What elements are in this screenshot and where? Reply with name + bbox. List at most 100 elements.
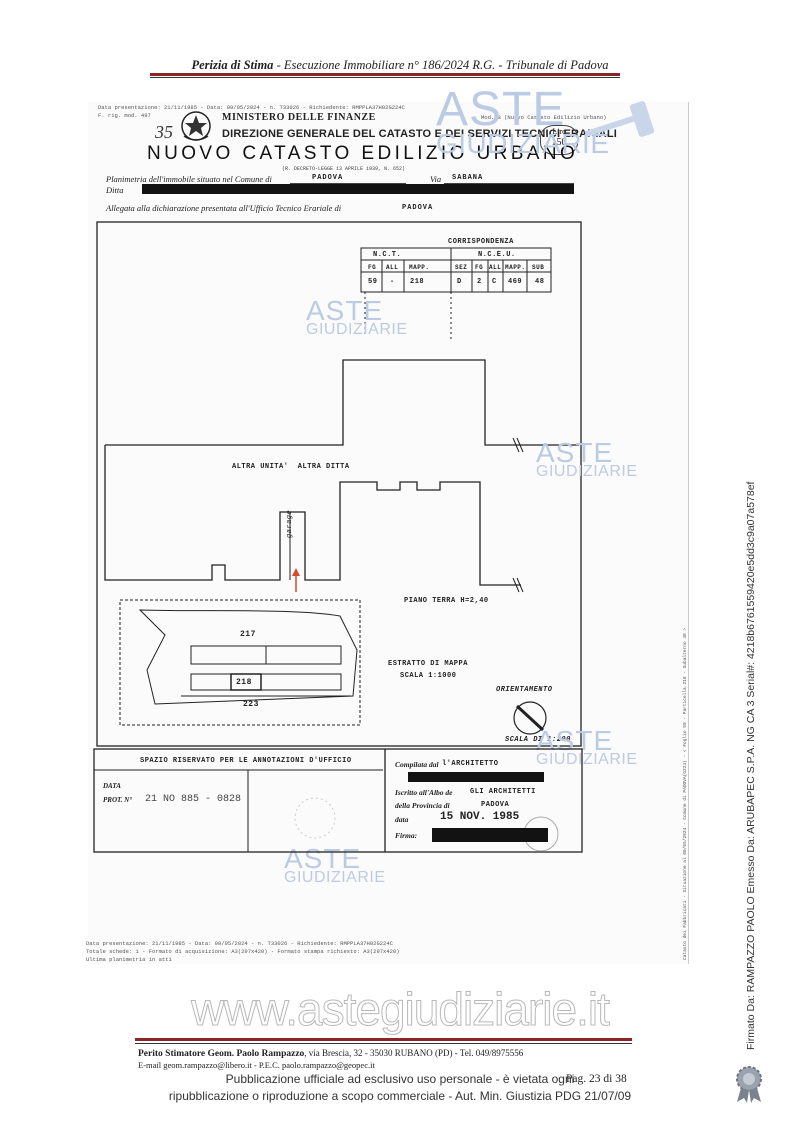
scan-meta-bottom-2: Totale schede: 1 - Formato di acquisizio… (86, 948, 400, 955)
seal-icon (736, 1066, 762, 1103)
watermark-aste-4: ASTE (284, 843, 362, 874)
url-watermark: www.astegiudiziarie.it (191, 983, 611, 1036)
watermark-logo-top: ASTE GIUDIZIARIE (436, 83, 610, 160)
corr-v-all2: C (492, 278, 497, 286)
ufficio-value: PADOVA (402, 204, 434, 212)
compilata-label: Compilata dal (395, 760, 439, 769)
publication-notice-2: ripubblicazione o riproduzione a scopo c… (168, 1089, 632, 1103)
watermark-giudiziarie-4: GIUDIZIARIE (284, 869, 386, 887)
allegata-label: Allegata alla dichiarazione presentata a… (106, 203, 342, 213)
planimetria-label: Planimetria dell'immobile situato nel Co… (106, 174, 272, 184)
footer-email: E-mail geom.rampazzo@libero.it - P.E.C. … (138, 1060, 375, 1070)
page-number: Pag. 23 di 38 (566, 1073, 627, 1085)
lire-stamp: Lire 150 (540, 125, 578, 155)
comune-underline (290, 183, 406, 184)
watermark-aste-3: ASTE (536, 725, 614, 756)
report-header: Perizia di Stima - Esecuzione Immobiliar… (0, 58, 800, 73)
iscritto-label: Iscritto all'Albo de (395, 788, 453, 797)
garage-label: garage (286, 509, 294, 538)
data-label: DATA (103, 782, 121, 790)
catasto-title: NUOVO CATASTO EDILIZIO URBANO (147, 143, 579, 164)
date-value: 15 NOV. 1985 (440, 811, 520, 823)
corr-v-mapp2: 469 (508, 278, 523, 286)
albo-value: GLI ARCHITETTI (470, 788, 536, 796)
via-value: SABANA (452, 174, 484, 182)
ministry-name: MINISTERO DELLE FINANZE (222, 112, 376, 123)
footer-rule-thin (135, 1043, 632, 1044)
corrispondenza-title: CORRISPONDENZA (448, 238, 514, 246)
watermark-aste-2: ASTE (536, 437, 614, 468)
watermark-logo-3: ASTE GIUDIZIARIE (536, 725, 638, 769)
corr-v-fg: 59 (368, 278, 378, 286)
corr-h-sub: SUB (532, 264, 545, 271)
model-label: Mod. B (Nuovo Catasto Edilizio Urbano) (481, 114, 607, 121)
corr-h-fg: FG (368, 264, 377, 271)
nct-label: N.C.T. (373, 251, 402, 259)
ditta-label: Ditta (106, 185, 124, 195)
prot-label: PROT. N° (103, 796, 132, 804)
prot-value: 21 NO 885 - 0828 (145, 794, 242, 805)
watermark-giudiziarie-1: GIUDIZIARIE (306, 321, 408, 339)
perito-address: , via Brescia, 32 - 35030 RUBANO (PD) - … (304, 1048, 524, 1058)
ditta-redacted (142, 184, 574, 194)
header-rule-thin (150, 77, 620, 78)
compilata-redacted (408, 772, 544, 782)
lire-label: Lire (552, 127, 566, 136)
corr-v-all: - (390, 278, 395, 286)
watermark-aste: ASTE (436, 83, 566, 136)
corr-h-all: ALL (386, 264, 399, 271)
lire-value: 150 (551, 137, 567, 148)
sheet-number: 35 (155, 122, 173, 142)
watermark-aste-1: ASTE (306, 295, 384, 326)
estratto-label: ESTRATTO DI MAPPA (388, 660, 468, 668)
date-label: data (395, 815, 409, 824)
watermark-giudiziarie-2: GIUDIZIARIE (536, 463, 638, 481)
architetto-label: l'ARCHITETTO (442, 760, 499, 768)
scan-meta-bottom-3: Ultima planimetria in atti (86, 956, 172, 963)
scan-meta-bottom-1: Data presentazione: 21/11/1985 - Data: 0… (86, 940, 393, 947)
corr-h-mapp2: MAPP. (505, 264, 526, 271)
corr-v-sub: 48 (535, 278, 545, 286)
via-label: Via (430, 174, 442, 184)
altra-unita-label: ALTRA UNITA' ALTRA DITTA (232, 463, 350, 471)
direction-name: DIREZIONE GENERALE DEL CATASTO E DEI SER… (222, 128, 617, 140)
corr-v-fg2: 2 (477, 278, 482, 286)
parcel-217: 217 (240, 630, 256, 639)
corr-h-all2: ALL (489, 264, 502, 271)
reserved-label: SPAZIO RISERVATO PER LE ANNOTAZIONI D'UF… (140, 757, 352, 765)
publication-notice-1: Pubblicazione ufficiale ad esclusivo uso… (225, 1072, 575, 1086)
annotations-box (93, 748, 583, 853)
digital-signature: Firmato Da: RAMPAZZO PAOLO Emesso Da: AR… (745, 481, 757, 1050)
scala-mappa-label: SCALA 1:1000 (400, 672, 457, 680)
parcel-223: 223 (243, 700, 259, 709)
piano-label: PIANO TERRA H=2,40 (404, 597, 489, 605)
corr-h-sez: SEZ (455, 264, 468, 271)
comune-value: PADOVA (312, 174, 344, 182)
gavel-icon (584, 101, 655, 138)
scan-code: F. rig. mod. 497 (98, 112, 151, 119)
corr-v-mapp: 218 (410, 278, 425, 286)
report-title-bold: Perizia di Stima (191, 58, 274, 72)
ncru-label: N.C.E.U. (478, 251, 516, 259)
corr-v-sez: D (457, 278, 462, 286)
signature-redacted (432, 828, 548, 842)
parcel-218: 218 (236, 678, 252, 687)
republic-emblem-icon (181, 111, 211, 141)
perito-name: Perito Stimatore Geom. Paolo Rampazzo (138, 1049, 305, 1059)
footer-perito: Perito Stimatore Geom. Paolo Rampazzo, v… (138, 1048, 523, 1059)
watermark-giudiziarie: GIUDIZIARIE (436, 128, 610, 160)
provincia-value: PADOVA (481, 801, 510, 809)
report-title-rest: - Esecuzione Immobiliare n° 186/2024 R.G… (273, 58, 609, 72)
corr-h-fg2: FG (475, 264, 484, 271)
header-rule (150, 73, 620, 76)
firma-label: Firma: (395, 831, 418, 840)
watermark-logo-1: ASTE GIUDIZIARIE (306, 295, 408, 339)
watermark-giudiziarie-3: GIUDIZIARIE (536, 751, 638, 769)
watermark-logo-2: ASTE GIUDIZIARIE (536, 437, 638, 481)
scan-meta-top: Data presentazione: 21/11/1985 - Data: 0… (98, 104, 405, 111)
provincia-label: della Provincia di (395, 801, 450, 810)
via-underline (444, 183, 574, 184)
floor-plan (96, 221, 582, 747)
corr-h-mapp: MAPP. (409, 264, 430, 271)
watermark-logo-4: ASTE GIUDIZIARIE (284, 843, 386, 887)
